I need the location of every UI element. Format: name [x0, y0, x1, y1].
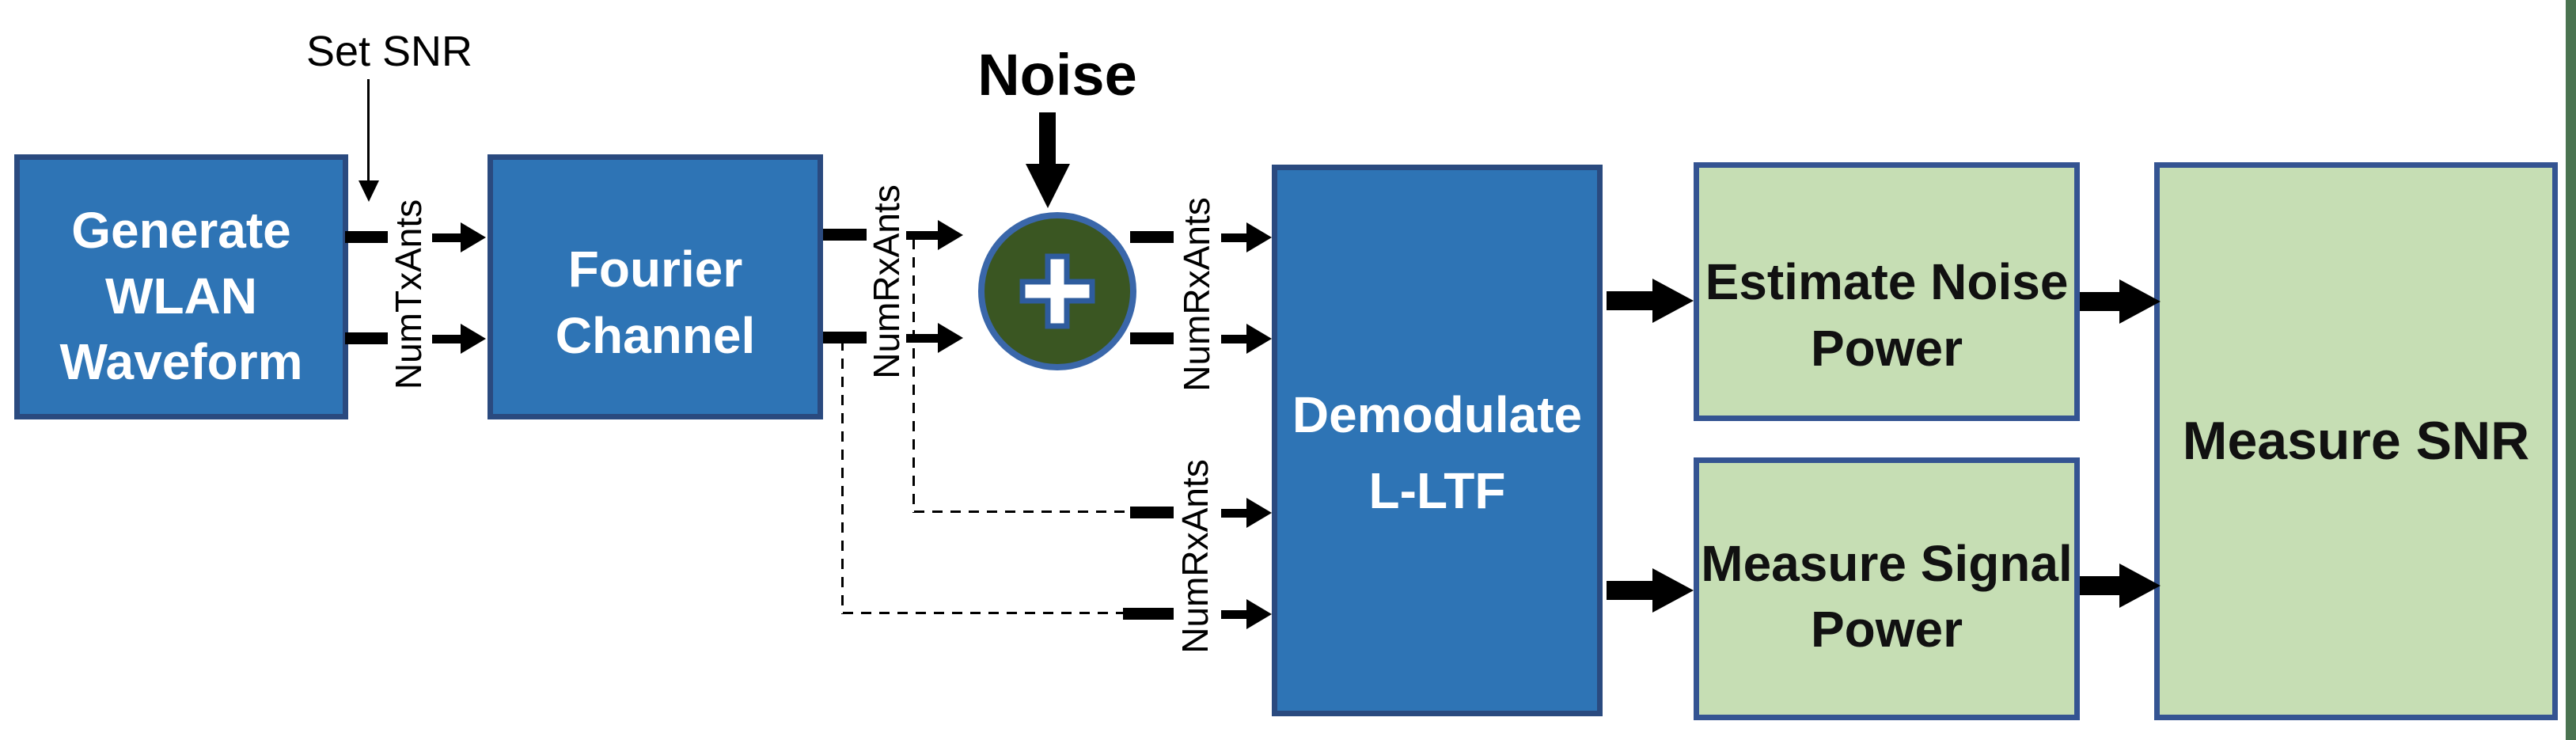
wire-label-numtxants: NumTxAnts	[388, 199, 429, 390]
label-noise: Noise	[977, 42, 1137, 108]
arrow-fourier-to-adder-2	[906, 323, 963, 353]
arrowhead-icon	[461, 222, 486, 252]
noise-arrow	[1025, 112, 1070, 208]
noise-arrow-shaft	[1039, 112, 1056, 164]
label-set-snr: Set SNR	[305, 28, 473, 75]
wire-label-numrxants-2: NumRxAnts	[1176, 197, 1217, 392]
connector-stub-adder-out-2	[1130, 332, 1174, 344]
block-label-line: Demodulate	[1292, 385, 1583, 443]
block-label-line: Power	[1810, 601, 1963, 658]
set-snr-arrow	[358, 79, 379, 202]
arrowhead-icon	[1246, 324, 1272, 354]
connector-stub-bypass-2	[1123, 608, 1174, 620]
arrow-adder-to-demod-1	[1221, 222, 1272, 252]
block-generate-wlan-waveform: Generate WLAN Waveform	[14, 154, 348, 419]
arrow-demod-to-measure-signal	[1607, 568, 1694, 613]
arrowhead-icon	[1246, 599, 1272, 629]
connector-stub-adder-out-1	[1130, 231, 1174, 243]
arrowhead-icon	[2119, 564, 2161, 608]
block-label-line: WLAN	[105, 267, 257, 324]
noise-arrowhead-icon	[1025, 164, 1070, 208]
wire-label-numrxants-1: NumRxAnts	[866, 184, 907, 379]
block-estimate-noise-power: Estimate Noise Power	[1694, 162, 2080, 421]
arrowhead-icon	[1246, 222, 1272, 252]
arrowhead-icon	[1652, 279, 1694, 323]
connector-stub-generate-out-1	[345, 231, 388, 243]
block-label-line: Waveform	[59, 333, 303, 391]
block-label-line: Power	[1810, 319, 1963, 377]
set-snr-arrow-shaft	[367, 79, 370, 180]
block-label-line: Measure SNR	[2182, 411, 2530, 472]
block-label-line: Fourier	[567, 241, 743, 298]
arrow-measure-signal-to-measure-snr	[2080, 564, 2161, 608]
block-label-line: Measure Signal	[1701, 534, 2073, 592]
plus-icon	[1019, 253, 1095, 329]
block-label-line: Generate	[71, 201, 291, 259]
block-label-line: Estimate Noise	[1705, 253, 2069, 311]
arrow-estimate-noise-to-measure-snr	[2080, 279, 2161, 324]
connector-stub-generate-out-2	[345, 332, 388, 344]
dashed-wire-vertical-1	[912, 239, 915, 513]
set-snr-arrowhead-icon	[358, 180, 379, 202]
arrow-generate-to-fourier-1	[432, 222, 486, 252]
wire-label-numrxants-3: NumRxAnts	[1174, 459, 1216, 654]
arrow-adder-to-demod-2	[1221, 324, 1272, 354]
dashed-wire-horizontal-1	[914, 510, 1132, 513]
block-label-line: L-LTF	[1368, 461, 1506, 519]
arrow-demod-to-estimate-noise	[1607, 279, 1694, 323]
arrowhead-icon	[1246, 498, 1272, 528]
arrowhead-icon	[938, 323, 963, 353]
block-measure-snr: Measure SNR	[2154, 162, 2558, 720]
arrowhead-icon	[1652, 568, 1694, 613]
arrowhead-icon	[2119, 279, 2161, 324]
dashed-wire-horizontal-2	[843, 612, 1125, 614]
connector-stub-fourier-out-2	[823, 332, 867, 343]
right-edge-accent-bar	[2566, 0, 2576, 740]
arrow-fourier-to-adder-1	[906, 220, 963, 250]
connector-stub-fourier-out-1	[823, 229, 867, 241]
block-demodulate-lltf: Demodulate L-LTF	[1272, 165, 1603, 716]
arrowhead-icon	[461, 324, 486, 354]
arrow-bypass-to-demod-1	[1221, 498, 1272, 528]
arrow-generate-to-fourier-2	[432, 324, 486, 354]
block-measure-signal-power: Measure Signal Power	[1694, 457, 2080, 720]
block-label-line: Channel	[555, 306, 756, 364]
block-fourier-channel: Fourier Channel	[488, 154, 823, 419]
dashed-wire-vertical-2	[841, 340, 844, 614]
arrowhead-icon	[938, 220, 963, 250]
connector-stub-bypass-1	[1130, 507, 1174, 518]
noise-adder-circle	[978, 212, 1136, 370]
arrow-bypass-to-demod-2	[1221, 599, 1272, 629]
